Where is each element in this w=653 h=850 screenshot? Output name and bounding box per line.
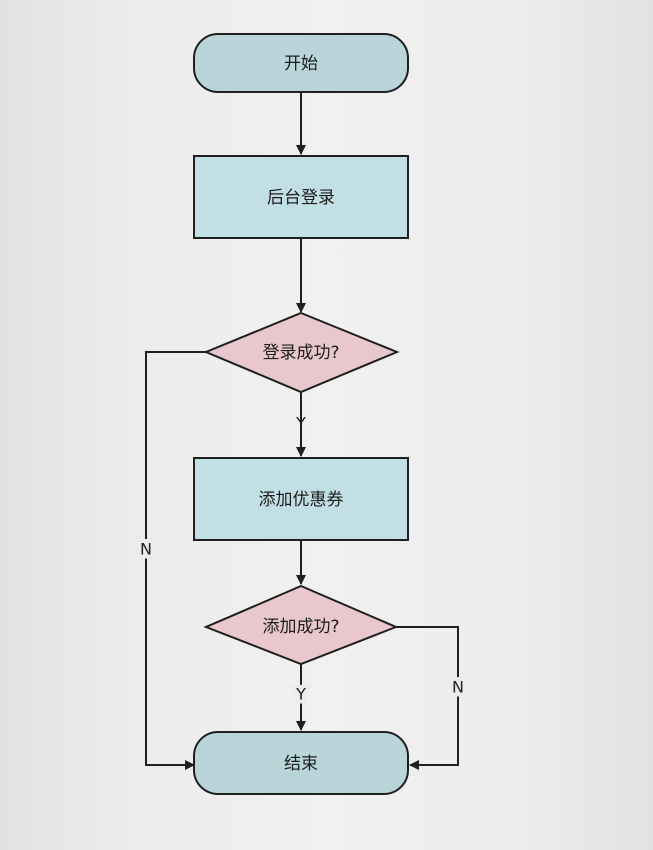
process-shape	[193, 155, 409, 239]
edge-label-login-yes: Y	[295, 414, 306, 433]
node-end-label: 结束	[284, 754, 318, 774]
edge-login-check-no	[145, 351, 206, 770]
decision-shape	[203, 311, 400, 394]
process-shape	[193, 457, 409, 541]
connectors	[145, 92, 459, 770]
edge-add-check-no	[396, 626, 459, 770]
node-login-label: 后台登录	[267, 188, 335, 208]
terminal-shape	[193, 731, 409, 795]
terminal-shape	[193, 33, 409, 93]
node-start: 开始	[193, 33, 409, 93]
node-end: 结束	[193, 731, 409, 795]
node-login-check: 登录成功?	[203, 311, 400, 394]
node-add-check: 添加成功?	[203, 584, 399, 666]
node-login: 后台登录	[193, 155, 409, 239]
decision-shape	[203, 584, 399, 666]
edge-label-add-no: N	[452, 678, 464, 697]
node-login-check-label: 登录成功?	[262, 343, 339, 363]
node-add-check-label: 添加成功?	[262, 617, 339, 637]
node-add-coupon: 添加优惠券	[193, 457, 409, 541]
node-start-label: 开始	[284, 54, 318, 74]
node-add-coupon-label: 添加优惠券	[259, 490, 344, 510]
edge-label-add-yes: Y	[295, 685, 306, 704]
edge-label-login-no: N	[140, 540, 152, 559]
